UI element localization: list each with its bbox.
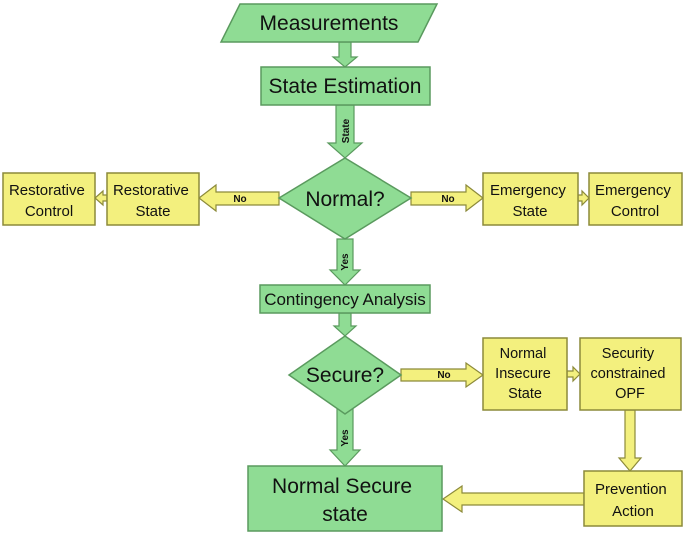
arrow-prevention-to-normal-secure xyxy=(441,484,585,514)
node-prevention-action-line-1: Prevention xyxy=(595,481,667,498)
edge-label-state: State xyxy=(341,118,352,143)
node-restorative-state-line-2: State xyxy=(135,203,170,220)
node-restorative-state-label: Restorative State xyxy=(113,182,193,220)
node-emergency-control-line-2: Control xyxy=(611,203,659,220)
node-normal-insecure-state-line-2: Insecure xyxy=(495,366,551,382)
node-emergency-state-label: Emergency State xyxy=(490,182,570,220)
edge-label-yes-secure: Yes xyxy=(340,429,351,447)
node-measurements xyxy=(219,3,439,43)
node-secure-decision xyxy=(287,335,403,415)
node-prevention-action xyxy=(583,470,683,527)
node-emergency-state xyxy=(482,172,579,226)
edge-label-yes-normal: Yes xyxy=(340,253,351,271)
edge-label-no-left: No xyxy=(233,194,246,205)
edge-label-no-secure: No xyxy=(437,370,450,381)
node-emergency-control-line-1: Emergency xyxy=(595,182,671,199)
node-emergency-state-line-2: State xyxy=(512,203,547,220)
arrow-estimation-to-normal xyxy=(326,104,364,159)
node-emergency-control xyxy=(588,172,683,226)
node-contingency-analysis-label: Contingency Analysis xyxy=(264,290,426,309)
node-security-constrained-opf-line-2: constrained xyxy=(591,366,666,382)
node-normal-insecure-state-line-3: State xyxy=(508,386,542,402)
arrow-opf-to-prevention xyxy=(617,409,643,472)
node-normal-decision xyxy=(277,157,413,240)
node-normal-decision-label: Normal? xyxy=(305,188,384,211)
node-restorative-control-line-2: Control xyxy=(25,203,73,220)
node-restorative-state xyxy=(106,172,200,226)
node-security-constrained-opf xyxy=(579,337,682,411)
node-contingency-analysis xyxy=(259,284,431,314)
node-security-constrained-opf-line-1: Security xyxy=(602,346,655,362)
node-normal-secure-state-line-2: state xyxy=(322,503,368,526)
node-measurements-label: Measurements xyxy=(260,12,399,35)
arrow-emergency-state-to-control xyxy=(577,189,590,207)
node-security-constrained-opf-label: Security constrained OPF xyxy=(591,346,670,402)
node-prevention-action-label: Prevention Action xyxy=(595,481,671,520)
node-prevention-action-line-2: Action xyxy=(612,503,654,520)
node-secure-decision-label: Secure? xyxy=(306,364,384,387)
node-normal-insecure-state-label: Normal Insecure State xyxy=(495,346,555,402)
node-state-estimation xyxy=(260,66,431,106)
node-normal-insecure-state-line-1: Normal xyxy=(500,346,547,362)
node-restorative-control-line-1: Restorative xyxy=(9,182,85,199)
node-normal-insecure-state xyxy=(482,337,568,411)
node-emergency-control-label: Emergency Control xyxy=(595,182,675,220)
node-restorative-state-line-1: Restorative xyxy=(113,182,189,199)
arrow-insecure-to-opf xyxy=(566,365,581,383)
node-normal-secure-state-label: Normal Secure state xyxy=(272,475,418,526)
node-emergency-state-line-1: Emergency xyxy=(490,182,566,199)
arrow-contingency-to-secure xyxy=(332,312,358,337)
node-normal-secure-state-line-1: Normal Secure xyxy=(272,475,412,498)
arrow-secure-to-normal-secure xyxy=(328,404,362,467)
edge-label-no-right: No xyxy=(441,194,454,205)
arrow-normal-to-restorative xyxy=(198,183,280,213)
node-restorative-control xyxy=(2,172,96,226)
node-state-estimation-label: State Estimation xyxy=(269,75,422,98)
node-normal-secure-state xyxy=(247,465,443,532)
arrow-normal-to-emergency xyxy=(410,183,484,213)
node-restorative-control-label: Restorative Control xyxy=(9,182,89,220)
arrow-measurements-to-estimation xyxy=(331,41,359,68)
arrow-normal-to-contingency xyxy=(328,238,362,286)
arrow-secure-to-insecure xyxy=(400,361,485,389)
arrow-restorative-state-to-control xyxy=(94,189,108,207)
node-security-constrained-opf-line-3: OPF xyxy=(615,386,645,402)
